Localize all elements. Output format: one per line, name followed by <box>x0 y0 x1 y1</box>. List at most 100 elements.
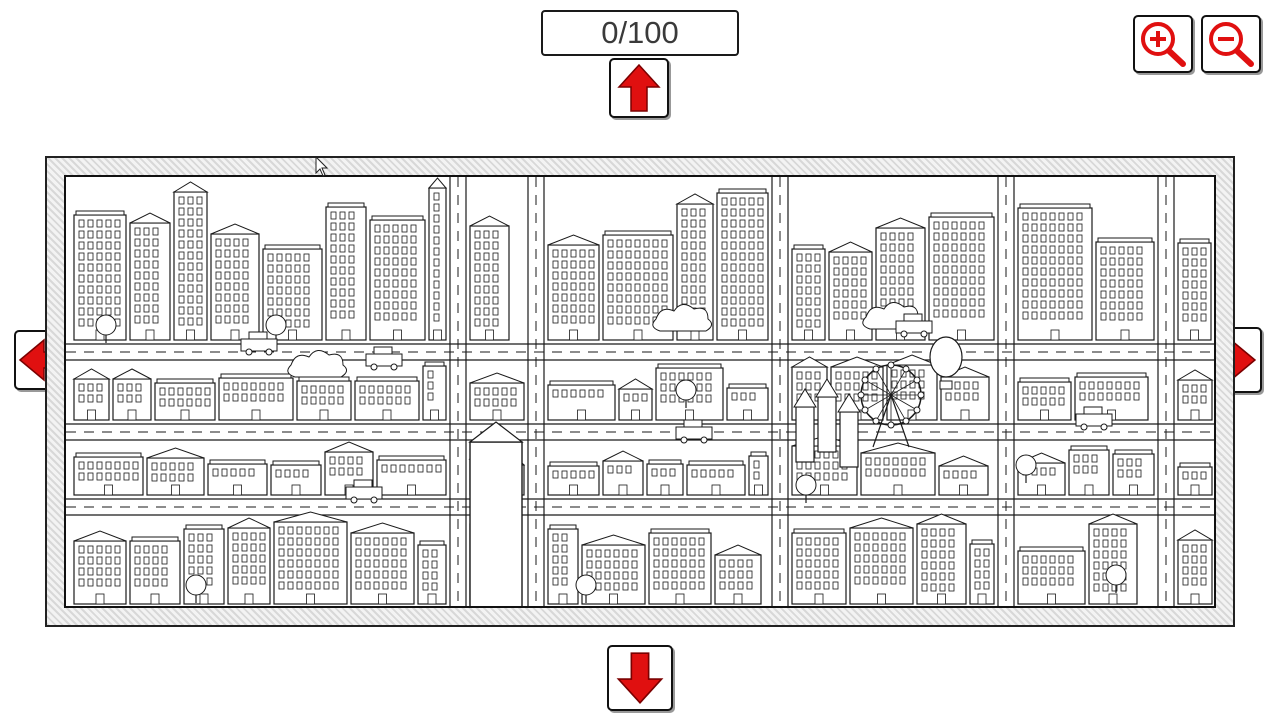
window <box>960 243 967 252</box>
window <box>134 567 141 576</box>
window <box>823 581 830 590</box>
window <box>143 238 150 247</box>
window <box>579 282 586 291</box>
window <box>339 222 346 231</box>
door <box>937 593 946 605</box>
window <box>823 461 830 470</box>
car-cabin <box>1083 406 1103 415</box>
zoom-out-button[interactable] <box>1201 15 1261 73</box>
roof <box>469 215 510 227</box>
window <box>719 570 726 579</box>
window <box>383 246 390 255</box>
window <box>339 277 346 286</box>
window <box>310 396 317 405</box>
cloud <box>287 350 347 378</box>
window <box>588 293 595 302</box>
window <box>1082 465 1089 474</box>
window <box>196 251 203 260</box>
window <box>871 393 878 402</box>
window <box>643 272 650 281</box>
door <box>558 593 568 605</box>
ferris-cabin <box>861 406 869 414</box>
window <box>105 230 112 239</box>
window <box>1200 291 1207 300</box>
window <box>152 304 159 313</box>
window <box>588 282 595 291</box>
window <box>427 381 434 390</box>
window <box>951 287 958 296</box>
roof-ledge <box>1070 445 1108 451</box>
window <box>746 559 753 568</box>
window <box>880 298 887 307</box>
window <box>1182 384 1189 393</box>
window <box>483 230 490 239</box>
roof <box>830 356 884 368</box>
window <box>595 549 602 558</box>
window <box>933 309 940 318</box>
window <box>951 243 958 252</box>
city-map-illustration[interactable] <box>66 177 1216 608</box>
window <box>1049 234 1056 243</box>
zoom-in-button[interactable] <box>1133 15 1193 73</box>
window <box>224 271 231 280</box>
window <box>1058 212 1065 221</box>
window <box>1049 577 1056 586</box>
window <box>197 544 204 553</box>
window <box>623 393 630 402</box>
window <box>314 570 321 579</box>
ferris-cabin <box>872 417 880 425</box>
window <box>641 393 648 402</box>
window <box>294 264 301 273</box>
window <box>152 260 159 269</box>
tree <box>185 574 207 596</box>
window <box>942 265 949 274</box>
window <box>983 548 990 557</box>
pan-up-button[interactable] <box>609 58 669 118</box>
window <box>1031 278 1038 287</box>
window <box>699 241 706 250</box>
window <box>1022 300 1029 309</box>
door <box>907 409 917 421</box>
window <box>643 305 650 314</box>
window <box>739 252 746 261</box>
window <box>910 457 917 466</box>
window <box>241 565 248 574</box>
window <box>622 549 629 558</box>
window <box>739 197 746 206</box>
car <box>345 486 383 500</box>
window <box>833 256 840 265</box>
door <box>877 593 886 605</box>
window <box>698 548 705 557</box>
roof <box>547 234 600 246</box>
window <box>323 537 330 546</box>
window <box>661 294 668 303</box>
city-map-viewport[interactable] <box>64 175 1216 608</box>
window <box>1049 245 1056 254</box>
window <box>1031 289 1038 298</box>
window <box>814 461 821 470</box>
window <box>78 274 85 283</box>
window <box>616 465 623 474</box>
car-wheel <box>350 496 358 504</box>
car-cabin <box>683 419 703 428</box>
window <box>814 308 821 317</box>
door <box>95 593 105 605</box>
door <box>393 329 402 341</box>
window <box>930 550 937 559</box>
window <box>177 387 184 396</box>
window <box>739 219 746 228</box>
window <box>241 532 248 541</box>
window <box>921 528 928 537</box>
window <box>1200 313 1207 322</box>
window <box>552 249 559 258</box>
arrow-down-icon <box>616 652 664 705</box>
roof-ledge <box>378 455 445 461</box>
window <box>359 396 366 405</box>
window <box>901 457 908 466</box>
tree <box>95 314 117 336</box>
window <box>250 554 257 563</box>
roof-ledge <box>131 536 179 542</box>
window <box>123 472 130 481</box>
pan-down-button[interactable] <box>607 645 673 711</box>
door <box>433 329 442 341</box>
